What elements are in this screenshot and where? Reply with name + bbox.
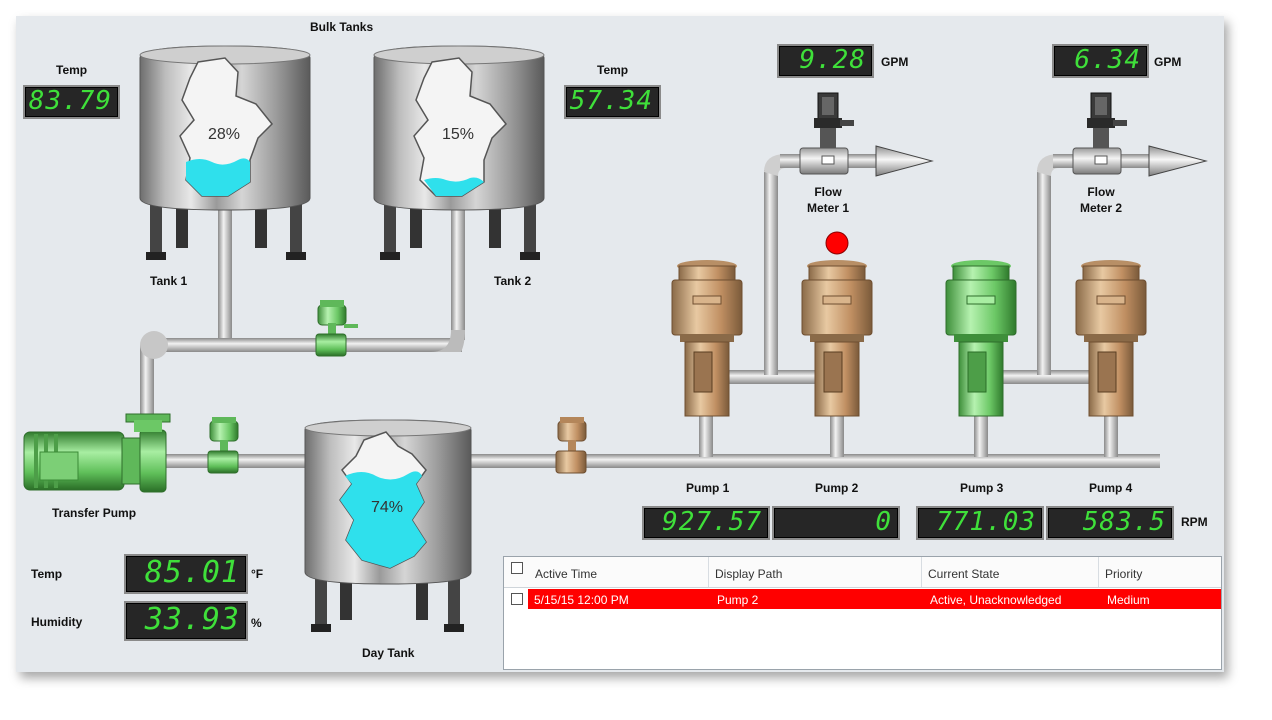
env-temp-label: Temp (31, 567, 63, 581)
flow1-unit: GPM (881, 55, 909, 69)
tank2-temp-label: Temp (597, 63, 629, 77)
pump1-rpm-display: 927.57 (642, 506, 770, 540)
alarm-table-header: Active Time Display Path Current State P… (504, 557, 1221, 588)
column-active-time[interactable]: Active Time (529, 557, 709, 587)
humidity-unit: % (251, 616, 262, 630)
column-priority[interactable]: Priority (1105, 567, 1143, 581)
pump3-rpm-display: 771.03 (916, 506, 1044, 540)
row-checkbox[interactable] (511, 593, 523, 605)
tank2-liquid (424, 177, 484, 196)
row-priority: Medium (1107, 593, 1150, 607)
daytank-liquid (340, 471, 426, 568)
day-tank[interactable] (304, 419, 472, 632)
pump-2[interactable] (801, 260, 873, 417)
tank-2[interactable] (373, 45, 545, 260)
flow2-gpm-display: 6.34 (1052, 44, 1149, 78)
transfer-pump-label: Transfer Pump (52, 506, 137, 520)
pump2-label: Pump 2 (815, 481, 859, 495)
flow-meter2-label: Flow Meter 2 (1079, 185, 1123, 215)
tank2-label: Tank 2 (494, 274, 532, 288)
flow-meter-2[interactable] (1072, 92, 1208, 177)
pump-1[interactable] (671, 260, 743, 417)
tank1-label: Tank 1 (150, 274, 188, 288)
pump-4[interactable] (1075, 260, 1147, 417)
temp-unit: °F (251, 567, 264, 581)
red-dot-icon (825, 231, 849, 255)
row-current-state: Active, Unacknowledged (930, 593, 1062, 607)
pump3-label: Pump 3 (960, 481, 1004, 495)
flow2-unit: GPM (1154, 55, 1182, 69)
daytank-level: 74% (371, 499, 404, 516)
column-current-state[interactable]: Current State (922, 557, 1099, 587)
valve-transfer[interactable] (207, 417, 239, 474)
flow-meter-1[interactable] (799, 92, 934, 177)
select-all-checkbox[interactable] (511, 562, 523, 574)
valve-tank-header[interactable] (315, 300, 358, 357)
tank1-temp-display: 83.79 (23, 85, 120, 119)
pump4-label: Pump 4 (1089, 481, 1133, 495)
bulk-tanks-title: Bulk Tanks (310, 20, 374, 34)
pump2-rpm-display: 0 (772, 506, 900, 540)
column-display-path[interactable]: Display Path (709, 557, 922, 587)
tank1-temp-label: Temp (56, 63, 88, 77)
env-humidity-display: 33.93 (124, 601, 248, 641)
alarm-status-table[interactable]: Active Time Display Path Current State P… (503, 556, 1222, 670)
table-row[interactable]: 5/15/15 12:00 PM Pump 2 Active, Unacknow… (528, 589, 1221, 609)
row-display-path: Pump 2 (717, 593, 759, 607)
row-active-time: 5/15/15 12:00 PM (534, 593, 629, 607)
pump1-label: Pump 1 (686, 481, 730, 495)
env-temp-display: 85.01 (124, 554, 248, 594)
rpm-unit: RPM (1181, 515, 1208, 529)
env-humidity-label: Humidity (31, 615, 83, 629)
tank1-level: 28% (208, 126, 241, 143)
pump4-rpm-display: 583.5 (1046, 506, 1174, 540)
arrow-right-icon (1148, 145, 1208, 177)
tank2-temp-display: 57.34 (564, 85, 661, 119)
day-tank-label: Day Tank (362, 646, 415, 660)
transfer-pump[interactable] (23, 413, 171, 493)
pipes (140, 154, 1160, 468)
tank1-liquid (186, 158, 250, 196)
flow-meter1-label: Flow Meter 1 (806, 185, 850, 215)
flow1-gpm-display: 9.28 (777, 44, 874, 78)
tank2-level: 15% (442, 126, 475, 143)
valve-pump-header[interactable] (555, 417, 587, 474)
arrow-right-icon (875, 145, 934, 177)
tank-1[interactable] (139, 45, 311, 260)
pump-3[interactable] (945, 260, 1017, 417)
